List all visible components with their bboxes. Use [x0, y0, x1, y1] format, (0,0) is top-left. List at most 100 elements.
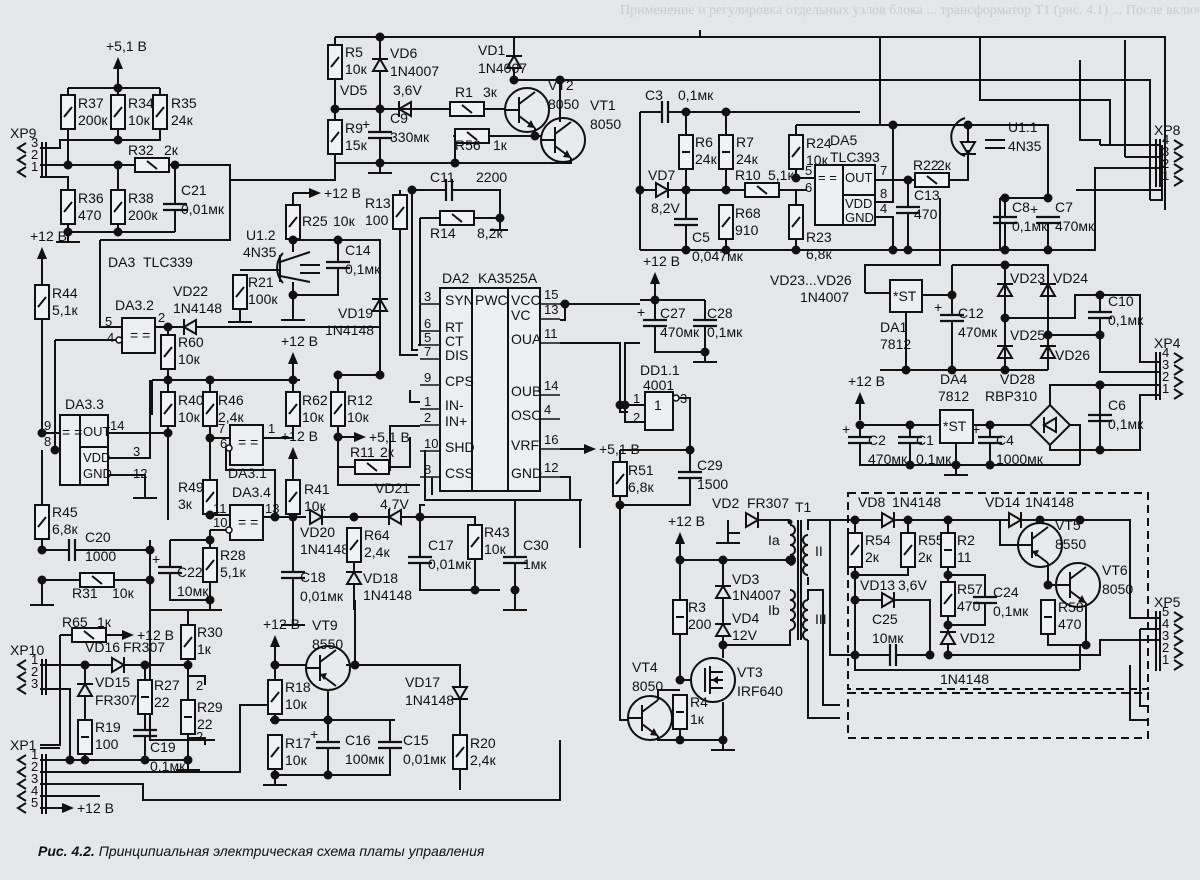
wire — [1100, 394, 1160, 451]
transistor-value: 8550 — [312, 636, 343, 652]
resistor-ref: R40 — [178, 392, 204, 408]
resistor-ref: R2 — [957, 532, 975, 548]
junction-dot — [635, 185, 645, 195]
capacitor-ref: C9 — [390, 110, 408, 126]
capacitor-value: 0,1мк — [916, 451, 952, 467]
pin-name: OUT — [845, 170, 873, 185]
capacitor-ref: C15 — [403, 732, 429, 748]
wire — [1080, 519, 1160, 619]
diode-vd26: VD26 — [1039, 344, 1090, 363]
wire — [807, 589, 840, 706]
resistor-ref: R31 — [72, 585, 98, 601]
ic-part: 7812 — [880, 336, 911, 352]
ic-part: 4N35 — [1008, 138, 1042, 154]
resistor-value: 100 — [95, 736, 119, 752]
supply-label: +5,1 В — [369, 429, 410, 445]
resistor-ref: R36 — [78, 190, 104, 206]
ic-part: KA3525A — [478, 270, 538, 286]
transistor-value: 8050 — [1102, 581, 1133, 597]
wire — [108, 474, 146, 488]
resistor-value: 200 — [688, 616, 712, 632]
pin-number: 4 — [544, 402, 551, 417]
ic-core: *ST — [943, 418, 967, 434]
resistor-value: 470 — [78, 207, 102, 223]
pin-name: CSS — [445, 465, 474, 481]
junction-dot — [901, 365, 911, 375]
resistor-value: 22 — [154, 694, 170, 710]
ground-symbol — [503, 600, 527, 611]
diode-value: 1N4007 — [390, 63, 439, 79]
wire — [875, 125, 894, 203]
polarity-plus: + — [972, 421, 980, 437]
capacitor-ref: C20 — [85, 529, 111, 545]
capacitor-ref: C7 — [1055, 199, 1073, 215]
resistor-value: 3к — [483, 84, 498, 100]
resistor-ref: R18 — [285, 679, 311, 695]
resistor-ref: R30 — [197, 624, 223, 640]
resistor-ref: R22 — [913, 157, 939, 173]
inverting-input-bubble — [115, 336, 123, 344]
wire — [411, 190, 418, 351]
wire — [338, 360, 381, 376]
wire — [679, 397, 691, 450]
connector-pin: 2 — [31, 759, 38, 774]
pin-name: IN+ — [445, 413, 467, 429]
wire — [99, 240, 122, 328]
diode-value: 1N4148 — [363, 587, 412, 603]
junction-dot — [333, 370, 343, 380]
capacitor-ref: C27 — [660, 305, 686, 321]
junction-dot — [888, 245, 898, 255]
wire — [452, 189, 501, 218]
pin-number: 16 — [544, 432, 558, 447]
resistor-value: 5,1к — [768, 167, 794, 183]
comparator-symbol: = = — [62, 424, 82, 440]
pin-name: IN- — [445, 397, 464, 413]
wire — [894, 599, 931, 655]
capacitor-value: 1мк — [523, 556, 547, 572]
capacitor-ref: C2 — [868, 432, 886, 448]
wire — [620, 478, 691, 506]
diode-value: 1N4007 — [478, 60, 527, 76]
ic-ref: DA3.3 — [65, 396, 104, 412]
connector-pin: 2 — [1162, 640, 1169, 655]
capacitor-ref: C29 — [697, 457, 723, 473]
supply-arrow: +12 В — [848, 373, 885, 420]
diode-value: 1N4148 — [325, 322, 374, 338]
capacitor-ref: C6 — [1108, 397, 1126, 413]
ic-part: 4N35 — [243, 244, 277, 260]
ground-symbol — [711, 740, 735, 751]
supply-arrow: +12 В — [643, 253, 680, 300]
diode-value: 1N4148 — [405, 692, 454, 708]
wire — [560, 342, 628, 406]
resistor-ref: R68 — [735, 205, 761, 221]
diode-value: 3,6V — [898, 577, 927, 593]
resistor-ref: R12 — [347, 392, 373, 408]
comparator-symbol: = = — [238, 514, 258, 530]
resistor-ref: R23 — [806, 229, 832, 245]
supply-label: +5,1 В — [106, 38, 147, 54]
pin-name: SYN — [445, 292, 474, 308]
supply-label: +12 В — [643, 253, 680, 269]
capacitor-value: 0,1мк — [707, 324, 743, 340]
ic-ref: DA4 — [940, 371, 967, 387]
junction-dot — [1095, 380, 1105, 390]
junction-dot — [791, 173, 801, 183]
wire — [1100, 294, 1160, 363]
